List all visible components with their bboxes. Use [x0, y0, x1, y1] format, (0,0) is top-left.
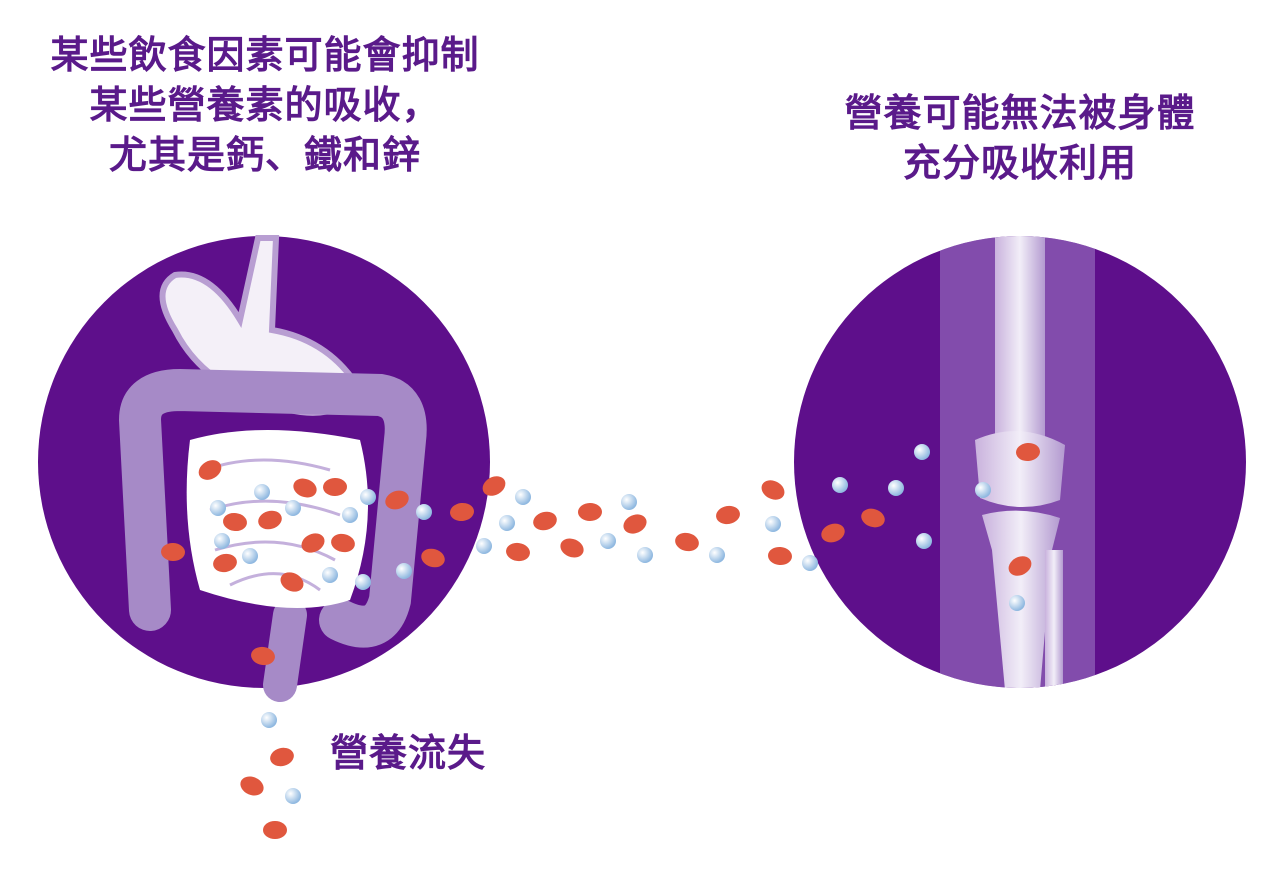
left-caption-line2: 某些營養素的吸收，: [89, 83, 441, 127]
red-nutrient-particle: [323, 477, 347, 497]
blue-nutrient-particle: [888, 480, 904, 496]
red-nutrient-particle: [1016, 442, 1040, 462]
blue-nutrient-particle: [342, 507, 358, 523]
blue-nutrient-particle: [832, 477, 848, 493]
red-nutrient-particle: [533, 511, 557, 531]
blue-nutrient-particle: [214, 533, 230, 549]
red-nutrient-particle: [293, 478, 317, 498]
blue-nutrient-particle: [396, 563, 412, 579]
right-caption: 營養可能無法被身體 充分吸收利用: [790, 88, 1250, 188]
right-caption-line1: 營養可能無法被身體: [844, 91, 1196, 135]
blue-nutrient-particle: [476, 538, 492, 554]
red-nutrient-particle: [761, 480, 785, 500]
blue-nutrient-particle: [975, 482, 991, 498]
blue-nutrient-particle: [1009, 595, 1025, 611]
blue-nutrient-particle: [322, 567, 338, 583]
blue-nutrient-particle: [709, 547, 725, 563]
red-nutrient-particle: [280, 572, 304, 592]
blue-nutrient-particle: [916, 533, 932, 549]
red-nutrient-particle: [213, 553, 237, 573]
red-nutrient-particle: [301, 533, 325, 553]
red-nutrient-particle: [270, 747, 294, 767]
blue-nutrient-particle: [261, 712, 277, 728]
nutrient-loss-label: 營養流失: [330, 731, 487, 775]
red-nutrient-particle: [385, 490, 409, 510]
red-nutrient-particle: [251, 646, 275, 666]
blue-nutrient-particle: [285, 500, 301, 516]
red-nutrient-particle: [331, 533, 355, 553]
blue-nutrient-particle: [621, 494, 637, 510]
blue-nutrient-particle: [802, 555, 818, 571]
red-nutrient-particle: [861, 508, 885, 528]
blue-nutrient-particle: [914, 444, 930, 460]
blue-nutrient-particle: [499, 515, 515, 531]
red-nutrient-particle: [223, 512, 247, 532]
red-nutrient-particle: [560, 538, 584, 558]
blue-nutrient-particle: [515, 489, 531, 505]
red-nutrient-particle: [240, 776, 264, 796]
blue-nutrient-particle: [285, 788, 301, 804]
blue-nutrient-particle: [210, 500, 226, 516]
red-nutrient-particle: [482, 476, 506, 496]
red-nutrient-particle: [198, 460, 222, 480]
red-nutrient-particle: [161, 542, 185, 562]
left-caption: 某些飲食因素可能會抑制 某些營養素的吸收， 尤其是鈣、鐵和鋅: [10, 30, 520, 180]
red-nutrient-particle: [263, 821, 287, 839]
red-nutrient-particle: [1008, 556, 1032, 576]
red-nutrient-particle: [578, 502, 602, 522]
blue-nutrient-particle: [600, 533, 616, 549]
left-caption-line3: 尤其是鈣、鐵和鋅: [108, 133, 421, 177]
digestive-system-circle: [38, 235, 490, 702]
blue-nutrient-particle: [765, 516, 781, 532]
blue-nutrient-particle: [637, 547, 653, 563]
blue-nutrient-particle: [360, 489, 376, 505]
red-nutrient-particle: [623, 514, 647, 534]
blue-nutrient-particle: [254, 484, 270, 500]
red-nutrient-particle: [821, 523, 845, 543]
red-nutrient-particle: [768, 546, 792, 566]
blue-nutrient-particle: [355, 574, 371, 590]
red-nutrient-particle: [506, 542, 530, 562]
blue-nutrient-particle: [242, 548, 258, 564]
left-caption-line1: 某些飲食因素可能會抑制: [50, 33, 480, 77]
red-nutrient-particle: [675, 532, 699, 552]
red-nutrient-particle: [258, 510, 282, 530]
red-nutrient-particle: [450, 502, 474, 522]
nutrient-particles: [161, 442, 1040, 839]
knee-bones-circle: [794, 236, 1246, 688]
red-nutrient-particle: [716, 505, 740, 525]
red-nutrient-particle: [421, 548, 445, 568]
right-caption-line2: 充分吸收利用: [902, 141, 1137, 185]
blue-nutrient-particle: [416, 504, 432, 520]
